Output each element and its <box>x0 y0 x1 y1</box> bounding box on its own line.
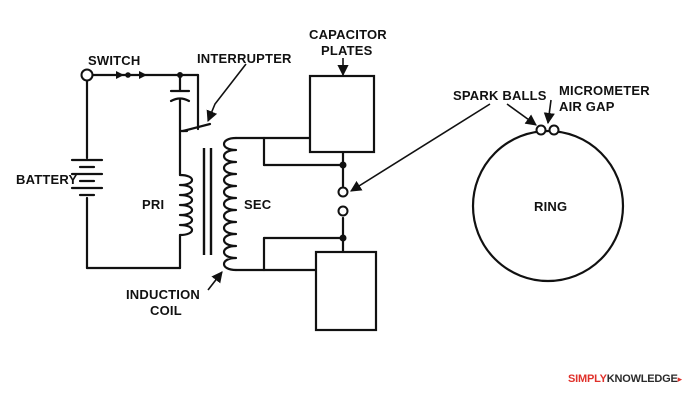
brand-arrow-icon: ▸ <box>677 374 683 384</box>
induction-coil-arrow <box>207 271 223 291</box>
capacitor-label-line1: CAPACITOR <box>309 27 387 42</box>
secondary-coil-label: SEC <box>244 197 272 212</box>
capacitor-plate-top <box>308 74 376 154</box>
interrupter-arrow <box>206 63 247 123</box>
switch <box>80 68 183 82</box>
spark-gap <box>337 186 349 217</box>
brand-logo: SIMPLYKNOWLEDGE▸ <box>568 373 682 385</box>
primary-circuit-wires <box>85 73 200 270</box>
battery-label: BATTERY <box>16 172 77 187</box>
spark-balls-arrow-left <box>350 103 491 192</box>
ring-spark-balls <box>535 124 560 136</box>
interrupter <box>178 121 212 133</box>
primary-coil-label: PRI <box>142 197 164 212</box>
brand-part1: SIMPLY <box>568 373 607 385</box>
primary-capacitor <box>169 89 191 103</box>
secondary-coil <box>222 136 238 272</box>
secondary-wires <box>234 136 347 272</box>
ring-label: RING <box>534 199 567 214</box>
interrupter-label: INTERRUPTER <box>197 51 292 66</box>
brand-part2: KNOWLEDGE <box>606 373 678 385</box>
micrometer-label-line2: AIR GAP <box>559 99 615 114</box>
induction-label-line1: INDUCTION <box>126 287 200 302</box>
primary-coil <box>178 173 194 237</box>
ring <box>471 129 625 283</box>
capacitor-plate-bottom <box>314 250 378 332</box>
iron-core <box>202 148 213 255</box>
spark-balls-label: SPARK BALLS <box>453 88 547 103</box>
spark-balls-arrow-right <box>506 103 537 126</box>
battery <box>70 158 104 197</box>
micrometer-label-line1: MICROMETER <box>559 83 650 98</box>
switch-label: SWITCH <box>88 53 140 68</box>
induction-label-line2: COIL <box>150 303 182 318</box>
capacitor-label-line2: PLATES <box>321 43 373 58</box>
air-gap-arrow <box>543 99 555 125</box>
